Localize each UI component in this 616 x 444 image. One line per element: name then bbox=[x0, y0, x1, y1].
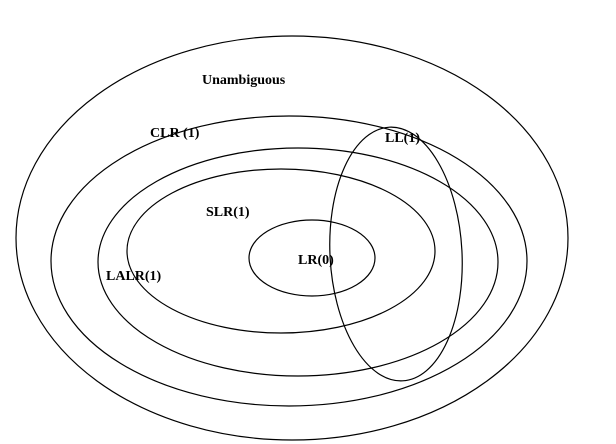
lr0-label: LR(0) bbox=[298, 253, 334, 268]
slr1-ellipse bbox=[126, 168, 436, 334]
lalr1-label: LALR(1) bbox=[106, 269, 162, 284]
unambiguous-label: Unambiguous bbox=[202, 73, 286, 88]
clr1-ellipse bbox=[50, 115, 528, 407]
lr0-ellipse bbox=[248, 219, 376, 297]
slr1-label: SLR(1) bbox=[206, 205, 250, 220]
ll1-ellipse bbox=[329, 126, 463, 382]
clr1-label: CLR (1) bbox=[150, 126, 200, 141]
lalr1-ellipse bbox=[97, 147, 499, 377]
unambiguous-ellipse bbox=[15, 35, 569, 441]
ll1-label: LL(1) bbox=[385, 131, 420, 146]
